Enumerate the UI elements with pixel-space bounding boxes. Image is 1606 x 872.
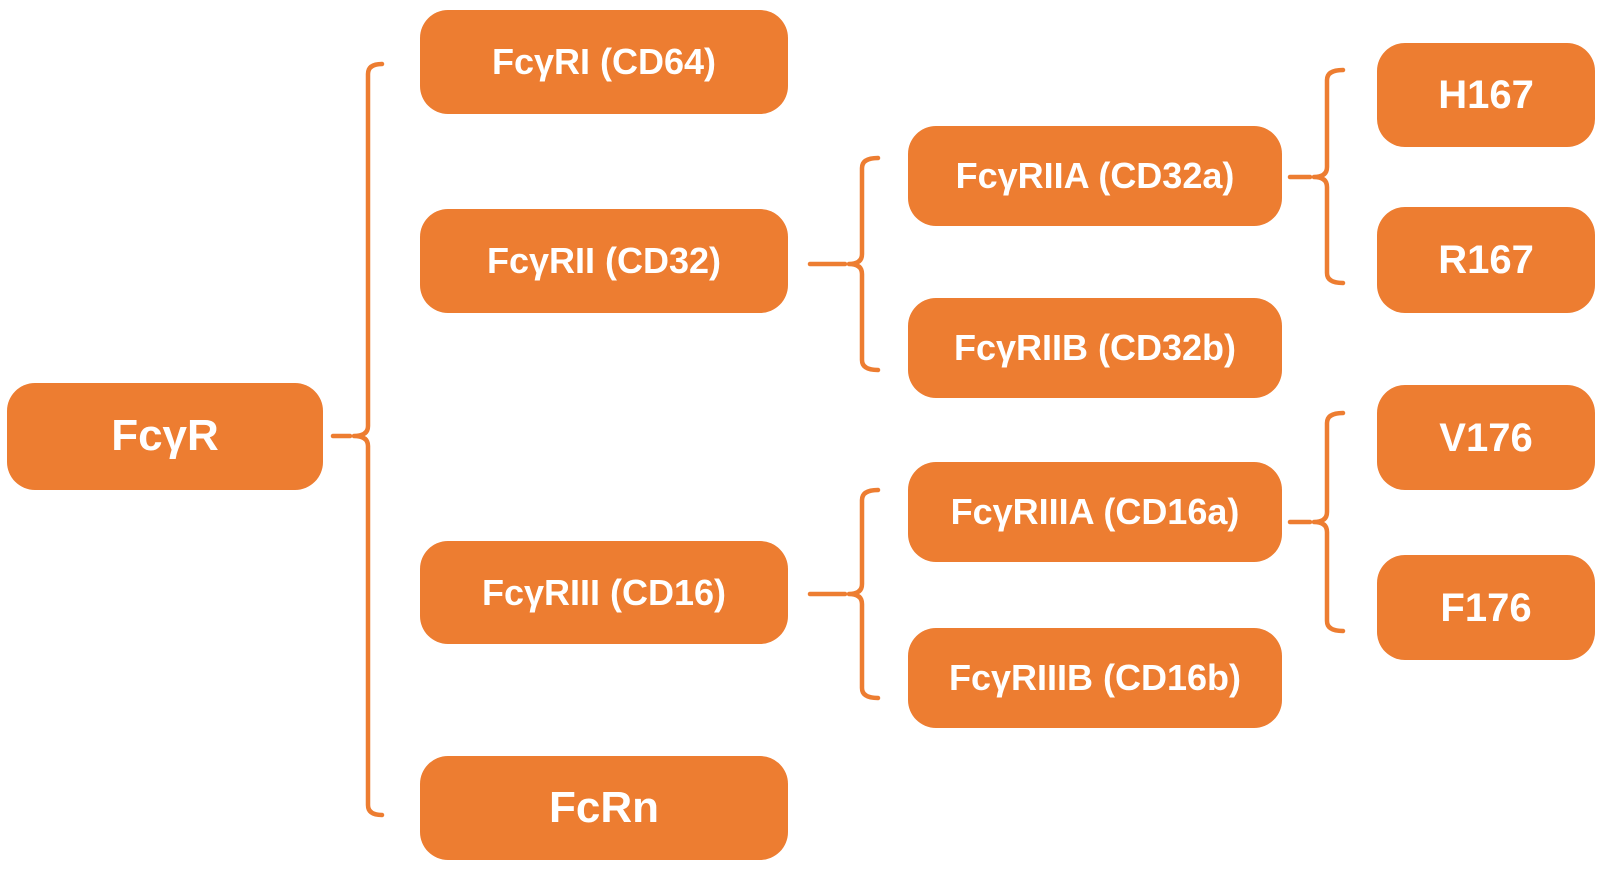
node-label: FcγRII (CD32) xyxy=(486,240,722,282)
node-label: FcγRIIIA (CD16a) xyxy=(950,491,1240,533)
node-fcgr3a-cd16a: FcγRIIIA (CD16a) xyxy=(908,462,1282,562)
node-v176-allele: V176 xyxy=(1377,385,1595,490)
node-fcgr2a-cd32a: FcγRIIA (CD32a) xyxy=(908,126,1282,226)
node-fcgr3-cd16: FcγRIII (CD16) xyxy=(420,541,788,644)
node-f176-allele: F176 xyxy=(1377,555,1595,660)
node-label: FcγR xyxy=(111,411,219,461)
curly-brace xyxy=(846,155,881,373)
node-label: FcγRIIA (CD32a) xyxy=(955,155,1235,197)
node-r167-allele: R167 xyxy=(1377,207,1595,313)
node-label: FcγRIIB (CD32b) xyxy=(953,327,1237,369)
node-fcrn: FcRn xyxy=(420,756,788,860)
node-fcgr1-cd64: FcγRI (CD64) xyxy=(420,10,788,114)
node-label: FcRn xyxy=(549,782,659,832)
node-label: FcγRIII (CD16) xyxy=(481,571,727,613)
node-label: FcγRIIIB (CD16b) xyxy=(948,657,1242,699)
brace-fcgr3-to-children xyxy=(807,487,881,701)
node-fcgr-root: FcγR xyxy=(7,383,323,490)
brace-fcgr3a-to-children xyxy=(1287,410,1346,634)
node-label: R167 xyxy=(1438,238,1534,282)
node-label: F176 xyxy=(1440,585,1532,630)
brace-fcgr-to-children xyxy=(330,61,385,818)
node-label: H167 xyxy=(1438,73,1534,117)
node-label: FcγRI (CD64) xyxy=(491,41,717,83)
node-label: V176 xyxy=(1439,415,1533,460)
curly-brace xyxy=(1311,67,1346,286)
node-fcgr2-cd32: FcγRII (CD32) xyxy=(420,209,788,313)
curly-brace xyxy=(1311,410,1346,634)
node-h167-allele: H167 xyxy=(1377,43,1595,147)
brace-fcgr2-to-children xyxy=(807,155,881,373)
curly-brace xyxy=(846,487,881,701)
brace-fcgr2a-to-children xyxy=(1287,67,1346,286)
node-fcgr2b-cd32b: FcγRIIB (CD32b) xyxy=(908,298,1282,398)
curly-brace xyxy=(351,61,385,818)
node-fcgr3b-cd16b: FcγRIIIB (CD16b) xyxy=(908,628,1282,728)
